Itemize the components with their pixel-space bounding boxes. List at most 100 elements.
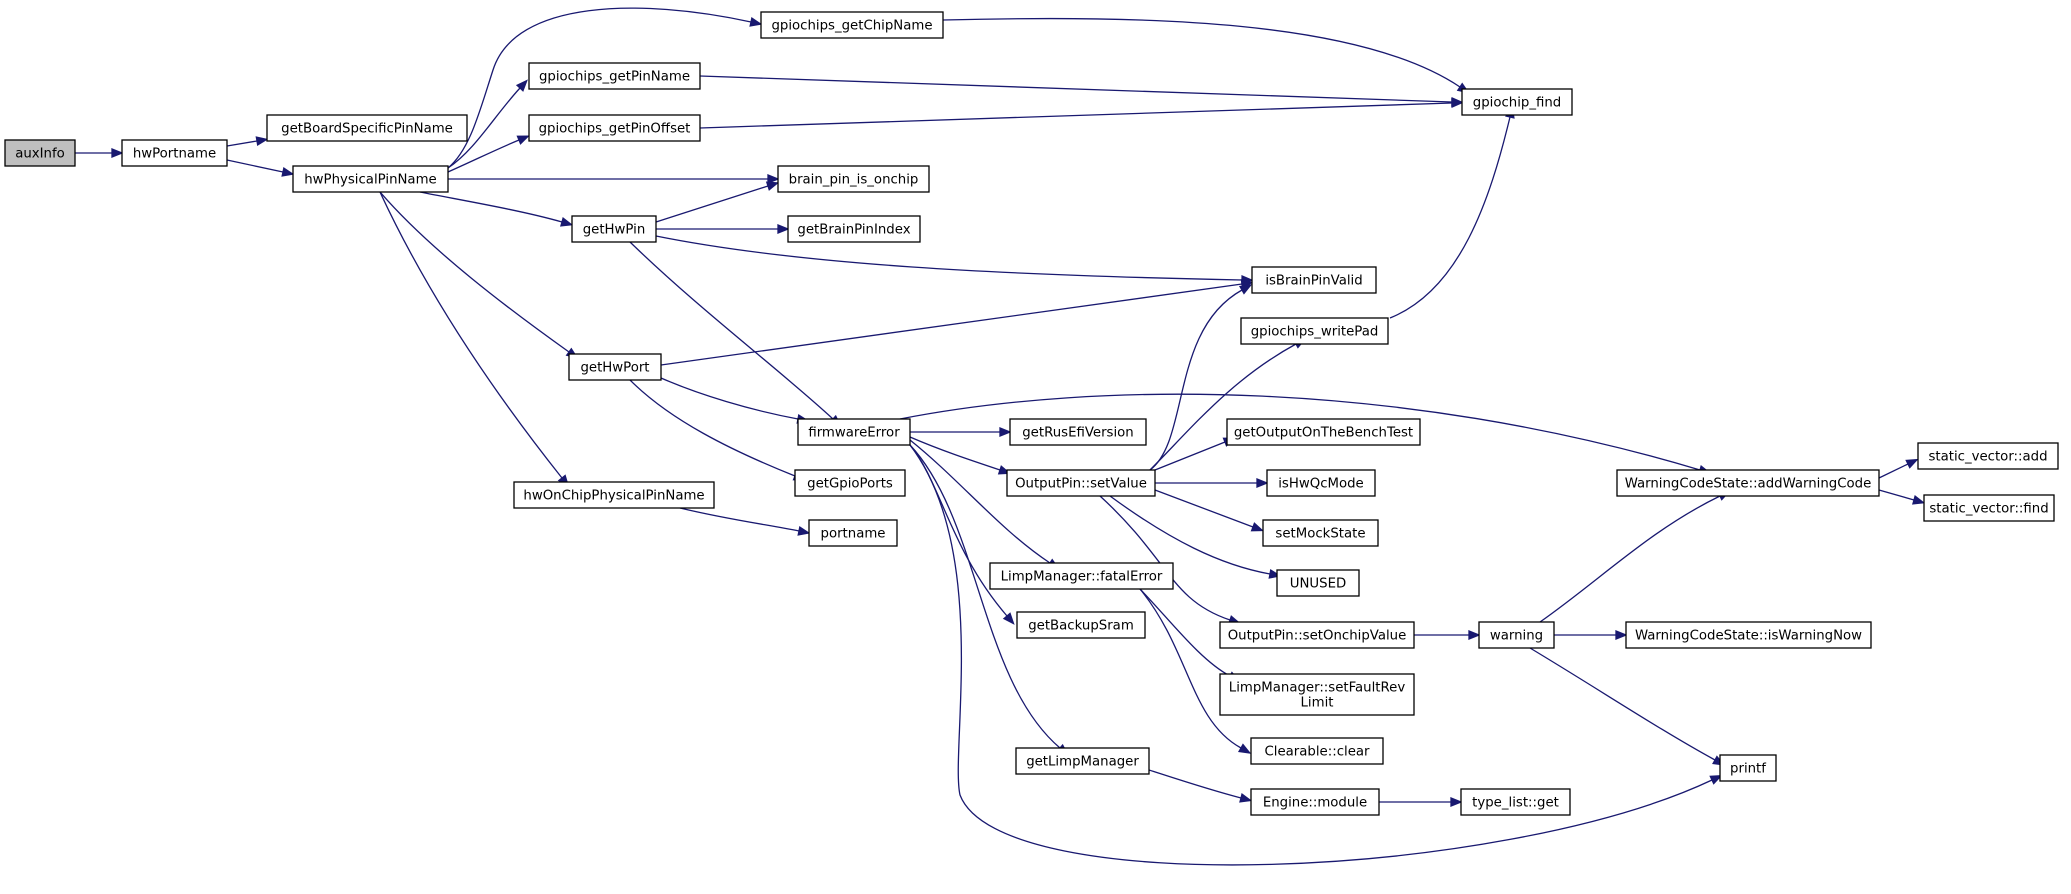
node-label: getGpioPorts [807,477,893,492]
node-box [1276,569,1360,597]
node-warning[interactable]: warning [1478,621,1555,649]
node-brain-pin-is-onchip[interactable]: brain_pin_is_onchip [777,165,930,193]
node-box [568,353,662,381]
node-type-list-get[interactable]: type_list::get [1460,788,1571,816]
node-label: getRusEfiVersion [1022,426,1134,441]
node-getbrainpinindex[interactable]: getBrainPinIndex [787,215,921,243]
node-ishwqcmode[interactable]: isHwQcMode [1266,469,1376,497]
edge-WarningCodeState_addWarningCode-to-static_vector_find [1878,489,1915,501]
edge-arrowhead [749,17,763,27]
node-setmockstate[interactable]: setMockState [1262,519,1379,547]
node-static-vector-find[interactable]: static_vector::find [1923,494,2055,522]
node-box [808,519,898,547]
node-warningcodestate-addwarningcode[interactable]: WarningCodeState::addWarningCode [1616,469,1880,497]
edge-firmwareError-to-getLimpManager [909,444,1061,749]
node-label: isBrainPinValid [1265,274,1362,289]
edge-WarningCodeState_addWarningCode-to-static_vector_add [1878,463,1909,479]
edge-gpiochips_getPinOffset-to-gpiochip_find [699,102,1453,129]
node-box [121,139,228,167]
edge-getHwPort-to-getGpioPorts [629,379,796,477]
node-getbackupsram[interactable]: getBackupSram [1016,611,1146,639]
node-getlimpmanager[interactable]: getLimpManager [1015,747,1150,775]
node-outputpin-setonchipvalue[interactable]: OutputPin::setOnchipValue [1219,621,1415,649]
node-box [266,114,468,142]
node-label: gpiochips_getPinOffset [539,122,691,137]
node-label: getHwPort [580,361,649,376]
node-outputpin-setvalue[interactable]: OutputPin::setValue [1006,469,1156,497]
node-engine-module[interactable]: Engine::module [1250,788,1380,816]
edge-firmwareError-to-LimpManager_fatalError [909,439,1051,564]
node-box [1006,469,1156,497]
node-box [1460,788,1571,816]
node-clearable-clear[interactable]: Clearable::clear [1250,737,1384,765]
node-label: Limit [1301,696,1334,711]
node-gpiochips-writepad[interactable]: gpiochips_writePad [1240,317,1389,345]
node-gpiochips-getchipname[interactable]: gpiochips_getChipName [760,11,944,39]
node-box [989,562,1174,590]
node-label: OutputPin::setOnchipValue [1228,629,1407,644]
node-static-vector-add[interactable]: static_vector::add [1917,442,2059,470]
edge-hwPortname-to-getBoardSpecificPinName [226,140,258,147]
edge-getHwPin-to-firmwareError [629,241,834,420]
edge-getHwPin-to-isBrainPinValid [655,235,1243,281]
edge-warning-to-printf [1529,647,1716,761]
edge-arrowhead [516,135,530,145]
node-hwonchipphysicalpinname[interactable]: hwOnChipPhysicalPinName [513,481,715,509]
node-auxinfo[interactable]: auxInfo [4,139,76,167]
node-limpmanager-fatalerror[interactable]: LimpManager::fatalError [989,562,1174,590]
edge-arrowhead [1450,797,1463,807]
node-box [777,165,930,193]
edge-LimpManager_fatalError-to-LimpManager_setFaultRevLimit [1139,588,1231,677]
node-box [794,469,906,497]
node-getoutputonthebenchtest[interactable]: getOutputOnTheBenchTest [1226,418,1421,446]
node-box [1219,621,1415,649]
node-printf[interactable]: printf [1719,754,1777,782]
edge-firmwareError-to-OutputPin_setValue [909,436,1001,471]
edge-hwPhysicalPinName-to-getHwPin [419,191,563,223]
node-label: Engine::module [1263,796,1367,811]
edge-hwPhysicalPinName-to-hwOnChipPhysicalPinName [379,191,563,479]
edge-hwPhysicalPinName-to-gpiochips_getChipName [447,7,752,169]
node-getrusefiversion[interactable]: getRusEfiVersion [1009,418,1147,446]
edge-arrowhead [281,167,295,177]
node-label: hwPortname [133,147,216,162]
edge-gpiochips_getChipName-to-gpiochip_find [942,17,1461,88]
node-portname[interactable]: portname [808,519,898,547]
node-box [1240,317,1389,345]
node-label: WarningCodeState::addWarningCode [1625,477,1872,492]
node-gpiochips-getpinname[interactable]: gpiochips_getPinName [528,62,701,90]
edge-getHwPort-to-isBrainPinValid [660,283,1243,366]
node-isbrainpinvalid[interactable]: isBrainPinValid [1251,266,1377,294]
node-unused[interactable]: UNUSED [1276,569,1360,597]
node-box [292,165,449,193]
node-getgpioports[interactable]: getGpioPorts [794,469,906,497]
node-label: getLimpManager [1026,755,1139,770]
node-firmwareerror[interactable]: firmwareError [797,418,911,446]
node-label: UNUSED [1290,577,1347,592]
node-getboardspecificpinname[interactable]: getBoardSpecificPinName [266,114,468,142]
node-hwphysicalpinname[interactable]: hwPhysicalPinName [292,165,449,193]
node-gpiochip-find[interactable]: gpiochip_find [1461,88,1573,116]
node-label: static_vector::find [1929,502,2048,517]
node-label: portname [821,527,886,542]
node-gethwport[interactable]: getHwPort [568,353,662,381]
node-warningcodestate-iswarningnow[interactable]: WarningCodeState::isWarningNow [1625,621,1872,649]
edge-getHwPin-to-brain_pin_is_onchip [655,185,769,223]
node-label: brain_pin_is_onchip [789,173,919,188]
node-box [1016,611,1146,639]
edge-OutputPin_setValue-to-getOutputOnTheBenchTest [1154,441,1226,471]
edge-OutputPin_setValue-to-OutputPin_setOnchipValue [1099,495,1231,621]
edge-arrowhead [1905,458,1919,469]
edge-arrowhead [999,427,1012,437]
node-label: type_list::get [1472,796,1559,811]
edge-arrowhead [777,224,790,234]
edge-gpiochips_writePad-to-gpiochip_find [1389,116,1511,319]
edge-arrowhead [1615,630,1628,640]
node-hwportname[interactable]: hwPortname [121,139,228,167]
node-gpiochips-getpinoffset[interactable]: gpiochips_getPinOffset [528,114,701,142]
node-label: auxInfo [15,147,65,162]
node-box [513,481,715,509]
node-gethwpin[interactable]: getHwPin [571,215,657,243]
edge-hwOnChipPhysicalPinName-to-portname [679,507,800,532]
